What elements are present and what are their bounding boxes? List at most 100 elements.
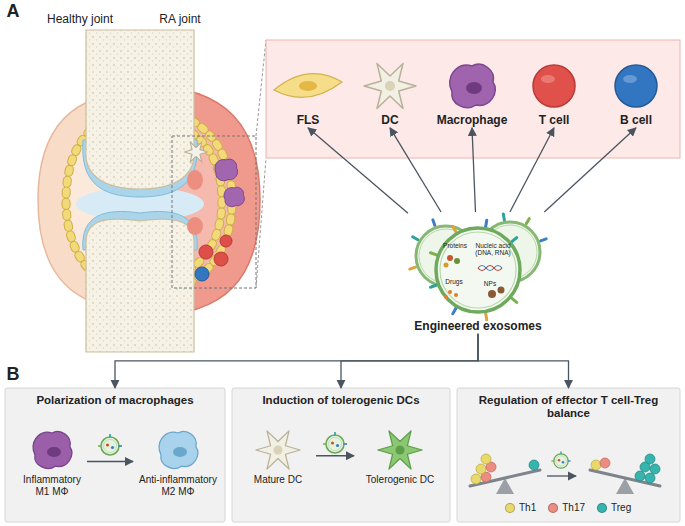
seesaw-art-part <box>645 454 655 464</box>
exosome-node: Engineered exosomes <box>408 212 548 334</box>
cell-state-node: Inflammatory M1 MΦ <box>17 426 87 497</box>
exosome-node-text: Engineered exosomes <box>408 320 548 334</box>
cell-panel-part <box>299 81 317 91</box>
macrophage-polarization-art-part <box>173 447 187 457</box>
joint-illustration-part <box>184 142 207 162</box>
legend-text: Th1 <box>519 502 536 513</box>
cell-state-node-text: Anti-inflammatory M2 MΦ <box>133 474 223 497</box>
cell-panel-part <box>274 74 342 98</box>
seesaw-art-part <box>590 470 660 486</box>
legend-item: Th17 <box>548 502 585 513</box>
seesaw-art-part <box>547 475 576 476</box>
cell-panel-part <box>541 75 555 83</box>
connector-arrow <box>390 128 441 212</box>
connector-arrow <box>308 128 408 213</box>
cell-node: B cell <box>594 58 678 128</box>
macrophage-polarization-art-part <box>98 434 122 455</box>
cell-panel-part <box>615 65 657 107</box>
connector-arrow <box>115 334 478 388</box>
panel-box-text: Polarization of macrophages <box>11 394 219 407</box>
panel-box-text: Induction of tolerogenic DCs <box>238 394 444 407</box>
legend-swatch <box>548 503 558 513</box>
legend-text: Treg <box>611 502 631 513</box>
joint-illustration-part <box>220 235 232 247</box>
cell-panel-part <box>385 81 395 91</box>
dendritic-cell-art-part <box>274 446 283 455</box>
exosome-cluster-part <box>498 287 505 294</box>
panel-letter: B <box>4 365 22 384</box>
joint-illustration-part <box>86 219 194 352</box>
seesaw-art-part <box>591 460 601 470</box>
seesaw-art-part <box>476 464 486 474</box>
seesaw-art-part <box>600 458 610 468</box>
exosome-cluster-part <box>488 290 496 298</box>
joint-illustration-part <box>256 158 266 288</box>
cell-state-node: Anti-inflammatory M2 MΦ <box>133 426 223 497</box>
cell-state-node: Tolerogenic DC <box>354 426 446 486</box>
exosome-cluster-part <box>431 218 437 227</box>
joint-illustration <box>38 30 266 352</box>
panel-b-boxes-part <box>232 388 450 522</box>
exosome-cluster-part <box>436 228 520 312</box>
connector-arrow <box>510 128 554 212</box>
cargo-label: Drugs <box>440 279 468 286</box>
joint-illustration-part <box>86 30 194 189</box>
exosome-cluster-part <box>444 263 449 268</box>
connector-arrow <box>87 461 133 462</box>
legend-swatch <box>597 503 607 513</box>
cargo-label: NPs <box>479 281 501 288</box>
cell-node-text: T cell <box>512 114 596 128</box>
exosome-cluster-part <box>502 212 507 221</box>
seesaw-art-part <box>650 464 660 474</box>
cell-state-node: Mature DC <box>240 426 316 486</box>
joint-illustration-part <box>187 170 203 190</box>
panel-box: Regulation of effector T cell-Treg balan… <box>457 388 680 522</box>
connector-arrow <box>544 128 636 212</box>
connector-arrow <box>316 455 354 456</box>
exosome-cluster-part <box>539 237 548 243</box>
exosome-cluster-part <box>447 255 453 261</box>
legend-item: Treg <box>597 502 631 513</box>
connector-arrow <box>472 128 475 212</box>
exosome-cluster-part <box>440 232 516 308</box>
cell-state-node-text: Inflammatory M1 MΦ <box>17 474 87 497</box>
exosome-cluster-part <box>408 265 417 271</box>
cell-state-node-text: Mature DC <box>240 474 316 486</box>
joint-illustration-part <box>214 252 228 266</box>
panel-box: Induction of tolerogenic DCsMature DC Tol… <box>232 388 450 522</box>
cell-node-text: FLS <box>266 114 350 128</box>
seesaw-art-part <box>471 474 481 484</box>
seesaw-art-part <box>481 454 491 464</box>
legend: Th1 Th17 Treg <box>505 502 631 513</box>
macrophage-polarization-art-part <box>159 431 198 468</box>
cell-node-text: Macrophage <box>430 114 514 128</box>
panel-b-boxes-part <box>457 388 680 522</box>
cell-node: T cell <box>512 58 596 128</box>
dendritic-cell-art <box>256 431 422 469</box>
cargo-label: Proteins <box>439 243 471 250</box>
exosome-cluster-part <box>454 258 460 264</box>
cell-node-text: B cell <box>594 114 678 128</box>
joint-illustration-part <box>195 267 209 281</box>
seesaw-art-part <box>529 460 539 470</box>
dendritic-cell-art-part <box>396 446 405 455</box>
joint-label: Healthy joint <box>30 13 130 26</box>
cell-panel-part <box>364 64 416 109</box>
joint-illustration-part <box>224 187 244 207</box>
legend-item: Th1 <box>505 502 536 513</box>
joint-illustration-part <box>172 136 256 288</box>
connector-arrow <box>478 334 569 388</box>
legend-swatch <box>505 503 515 513</box>
cell-node: DC <box>348 58 432 128</box>
joint-illustration-part <box>256 40 266 136</box>
panel-box: Polarization of macrophagesInflammatory … <box>5 388 225 522</box>
panel-b-boxes-part <box>5 388 225 522</box>
joint-illustration-part <box>215 159 238 181</box>
connector-arrow <box>341 334 478 388</box>
macrophage-polarization-art <box>33 431 198 468</box>
seesaw-art-part <box>635 471 645 481</box>
exosome-cluster-part <box>444 295 448 299</box>
